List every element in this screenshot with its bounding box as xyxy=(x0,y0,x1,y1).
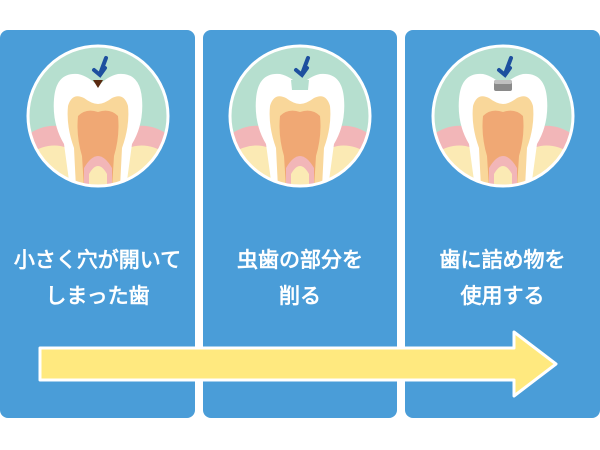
step-label-2: 虫歯の部分を 削る xyxy=(237,248,363,308)
pointer-arrow-icon xyxy=(294,56,310,78)
step-label-1: 小さく穴が開いて しまった歯 xyxy=(13,248,182,308)
pointer-arrow-icon xyxy=(91,56,108,78)
tooth-cavity-illustration xyxy=(26,44,170,188)
tooth-filled-illustration xyxy=(431,44,575,188)
progress-arrow-icon xyxy=(38,330,558,398)
tooth-drilled-illustration xyxy=(228,44,372,188)
step-label-3: 歯に詰め物を 使用する xyxy=(439,248,566,308)
pointer-arrow-icon xyxy=(496,56,513,78)
